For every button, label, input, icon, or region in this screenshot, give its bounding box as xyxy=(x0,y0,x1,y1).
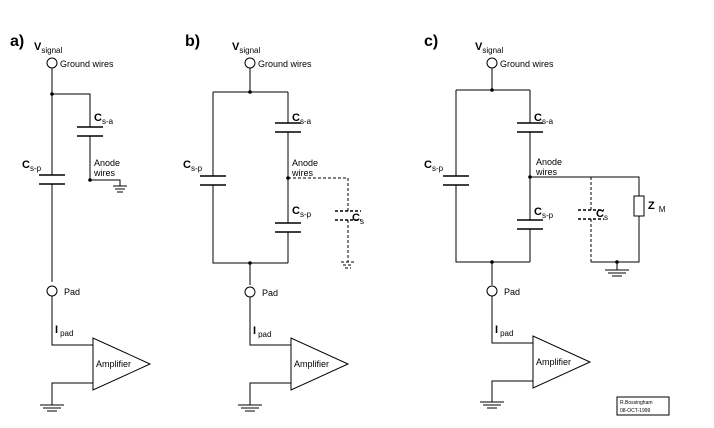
panel-c-vsignal: Vsignal xyxy=(475,41,503,55)
panel-b-amp-ground-icon xyxy=(238,404,262,412)
panel-a-anode-ground-icon xyxy=(113,185,127,193)
panel-a-wires-label: wires xyxy=(93,168,116,178)
panel-b-vsignal-terminal xyxy=(244,57,256,69)
panel-b-cap-s xyxy=(335,210,361,221)
panel-c-cap-sp-left xyxy=(443,175,469,186)
panel-b-amp-wires xyxy=(249,297,291,405)
panel-b-wires-label: wires xyxy=(291,168,314,178)
panel-b-letter: b) xyxy=(185,33,200,50)
panel-c-junction-anode xyxy=(528,175,532,179)
panel-b-cap-sp-left xyxy=(200,175,226,186)
panel-a-cap-sp xyxy=(39,174,65,185)
panel-c-pad-terminal xyxy=(486,285,498,297)
panel-a-pad-label: Pad xyxy=(64,287,80,297)
author-stamp-box xyxy=(616,396,670,416)
panel-c-amp-wires xyxy=(491,296,533,402)
panel-b-ground-wires-label: Ground wires xyxy=(258,59,312,69)
panel-c-cap-sp-left-label: Cs-p xyxy=(424,159,444,173)
panel-c-ground-wires-label: Ground wires xyxy=(500,59,554,69)
panel-c-amplifier xyxy=(532,335,592,389)
panel-a-wires xyxy=(51,68,121,282)
panel-c-wires-label: wires xyxy=(535,167,558,177)
panel-a-amp-wires xyxy=(51,296,93,405)
panel-c-zm-ground-icon xyxy=(605,269,629,277)
panel-b-cap-s-wire xyxy=(288,177,349,262)
panel-b-cap-s-label: Cs xyxy=(352,212,364,226)
panel-c-vsignal-terminal xyxy=(486,57,498,69)
panel-a-cap-sa xyxy=(77,126,103,137)
author-stamp: R.Bossingham 08-OCT-1999 xyxy=(616,396,670,416)
panel-c-amplifier-label: Amplifier xyxy=(536,357,571,367)
panel-b-junction-bottom xyxy=(248,261,252,265)
panel-c-anode-label: Anode xyxy=(536,157,562,167)
panel-c-letter: c) xyxy=(424,33,438,50)
panel-b-anode-label: Anode xyxy=(292,158,318,168)
panel-c-pad-label: Pad xyxy=(504,287,520,297)
panel-b-junction-anode xyxy=(286,176,290,180)
panel-a-amplifier-label: Amplifier xyxy=(96,359,131,369)
panel-b-cap-sa xyxy=(275,122,301,133)
panel-c-cap-sa-label: Cs-a xyxy=(534,112,554,126)
panel-c-cap-s xyxy=(578,209,604,220)
panel-a-letter: a) xyxy=(10,33,24,50)
panel-c-cap-sp-right-label: Cs-p xyxy=(534,206,554,220)
panel-a-cap-sp-label: Cs-p xyxy=(22,159,42,173)
panel-a-pad-terminal xyxy=(46,285,58,297)
panel-a-vsignal: Vsignal xyxy=(34,41,62,55)
panel-c-zm-resistor xyxy=(633,195,645,217)
panel-a-ground-wires-label: Ground wires xyxy=(60,59,114,69)
panel-a: a) Vsignal Ground wires Cs-a Cs-p Anode … xyxy=(10,33,152,412)
panel-c-cap-sp-right xyxy=(517,219,543,230)
author-stamp-date: 08-OCT-1999 xyxy=(620,408,651,414)
panel-b-cap-sa-label: Cs-a xyxy=(292,112,312,126)
panel-a-vsignal-terminal xyxy=(46,57,58,69)
panel-c-junction-zm-ground xyxy=(615,260,619,264)
panel-b-amplifier xyxy=(290,337,350,391)
panel-a-anode-label: Anode xyxy=(94,158,120,168)
panel-c-amp-ground-icon xyxy=(480,401,504,409)
panel-b-pad-label: Pad xyxy=(262,288,278,298)
panel-c-junction-top xyxy=(490,88,494,92)
panel-b-cap-sp-right xyxy=(275,222,301,233)
panel-b-cap-s-ground-icon xyxy=(341,261,355,269)
panel-b-vsignal: Vsignal xyxy=(232,41,260,55)
panel-c-junction-bottom xyxy=(490,260,494,264)
panel-a-cap-sa-label: Cs-a xyxy=(94,112,114,126)
panel-b-amplifier-label: Amplifier xyxy=(294,359,329,369)
panel-a-junction-anode xyxy=(88,178,92,182)
panel-a-amp-ground-icon xyxy=(40,404,64,412)
panel-c-cap-sa xyxy=(517,122,543,133)
panel-b: b) Vsignal Ground wires Cs-p Cs-a Cs-p C… xyxy=(183,33,364,412)
panel-a-junction-top xyxy=(50,92,54,96)
panel-c-cap-s-label: Cs xyxy=(596,208,608,222)
panel-b-cap-sp-right-label: Cs-p xyxy=(292,205,312,219)
panel-b-pad-terminal xyxy=(244,286,256,298)
panel-b-cap-sp-left-label: Cs-p xyxy=(183,159,203,173)
panel-b-junction-top xyxy=(248,90,252,94)
author-stamp-name: R.Bossingham xyxy=(620,400,653,406)
panel-a-amplifier xyxy=(92,337,152,391)
